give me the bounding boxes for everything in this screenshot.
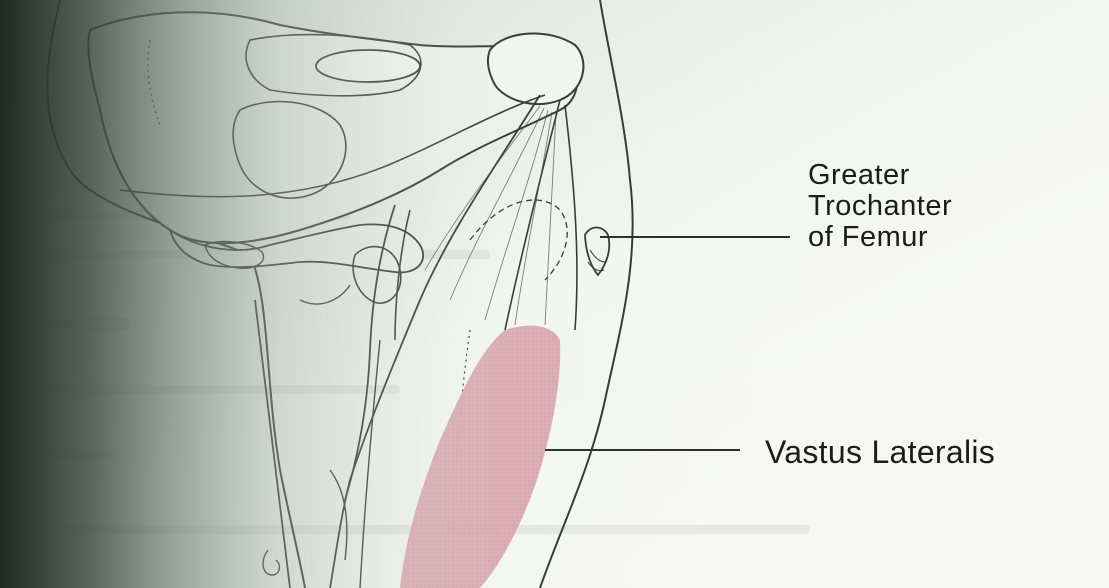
greater-trochanter-label: Greater Trochanter of Femur: [808, 160, 952, 253]
greater-trochanter-label-line2: Trochanter: [808, 191, 952, 222]
greater-trochanter-label-line1: Greater: [808, 160, 952, 191]
greater-trochanter-label-line3: of Femur: [808, 222, 952, 253]
vastus-lateralis-label: Vastus Lateralis: [765, 434, 995, 470]
